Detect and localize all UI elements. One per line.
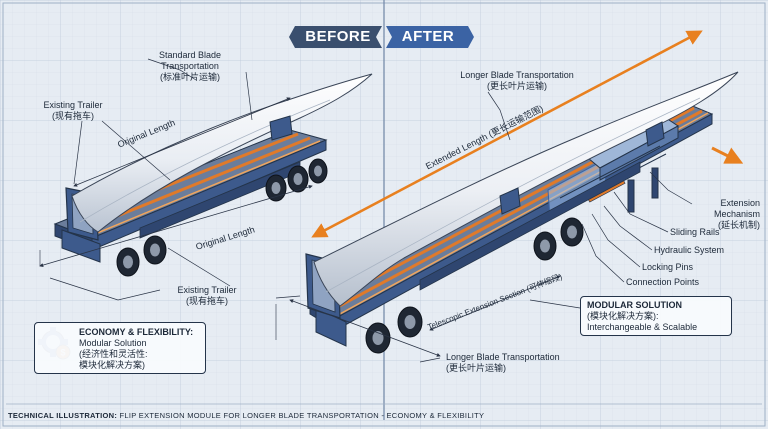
economy-box-title: ECONOMY & FLEXIBILITY:: [79, 327, 194, 337]
longer-blade-bottom-en: Longer Blade Transportation: [446, 352, 560, 362]
economy-box-line1: Modular Solution: [79, 338, 147, 348]
extension-direction-arrow: [711, 146, 744, 164]
existing-trailer-top-label: Existing Trailer (现有拖车): [28, 100, 118, 122]
extension-mechanism-en: Extension: [720, 198, 760, 208]
extended-length-arrow: [311, 30, 703, 238]
hydraulic-system-label: Hydraulic System: [654, 245, 725, 255]
before-dimension-lines: [39, 58, 313, 301]
extension-mechanism-en2: Mechanism: [713, 209, 760, 219]
modular-box-line2: Interchangeable & Scalable: [587, 322, 698, 332]
footer-caption: TECHNICAL ILLUSTRATION: FLIP EXTENSION M…: [8, 411, 484, 420]
economy-box-line3: 模块化解决方案): [79, 360, 145, 370]
after-arrows: [275, 30, 744, 363]
standard-blade-label: Standard Blade Transportation (标准叶片运输): [140, 50, 240, 83]
longer-blade-bottom-label: Longer Blade Transportation (更长叶片运输): [446, 352, 560, 374]
modular-box-line1: (模块化解决方案):: [587, 311, 659, 321]
footer-prefix: TECHNICAL ILLUSTRATION:: [8, 411, 118, 420]
before-tag: BEFORE: [305, 28, 371, 45]
telescopic-dim: [429, 275, 561, 331]
existing-trailer-bottom-label: Existing Trailer (现有拖车): [162, 285, 252, 307]
economy-box-line2: (经济性和灵活性:: [79, 349, 148, 359]
locking-pins-label: Locking Pins: [642, 262, 694, 272]
longer-blade-top-cn: (更长叶片运输): [487, 81, 547, 91]
footer-text: FLIP EXTENSION MODULE FOR LONGER BLADE T…: [119, 411, 485, 420]
after-tag: AFTER: [401, 28, 455, 45]
longer-blade-top-label: Longer Blade Transportation (更长叶片运输): [442, 70, 592, 92]
longer-blade-top-en: Longer Blade Transportation: [460, 70, 574, 80]
standard-blade-label-cn: (标准叶片运输): [160, 72, 220, 82]
extension-mechanism-label: Extension Mechanism (延长机制): [684, 198, 760, 231]
longer-blade-bottom-dim: [275, 295, 301, 299]
connection-points-label: Connection Points: [626, 277, 700, 287]
extension-mechanism-cn: (延长机制): [718, 220, 760, 230]
economy-flexibility-box: ECONOMY & FLEXIBILITY: Modular Solution …: [34, 322, 206, 374]
modular-box-title: MODULAR SOLUTION: [587, 300, 682, 310]
existing-trailer-top-en: Existing Trailer: [43, 100, 103, 110]
existing-trailer-bottom-en: Existing Trailer: [177, 285, 237, 295]
existing-trailer-bottom-cn: (现有拖车): [186, 296, 228, 306]
standard-blade-label-en: Standard Blade: [158, 50, 222, 60]
longer-blade-bottom-cn: (更长叶片运输): [446, 363, 506, 373]
sliding-rails-label: Sliding Rails: [670, 227, 720, 237]
standard-blade-label-en2: Transportation: [161, 61, 219, 71]
existing-trailer-top-cn: (现有拖车): [52, 111, 94, 121]
modular-solution-box: MODULAR SOLUTION (模块化解决方案): Interchangea…: [580, 296, 732, 336]
